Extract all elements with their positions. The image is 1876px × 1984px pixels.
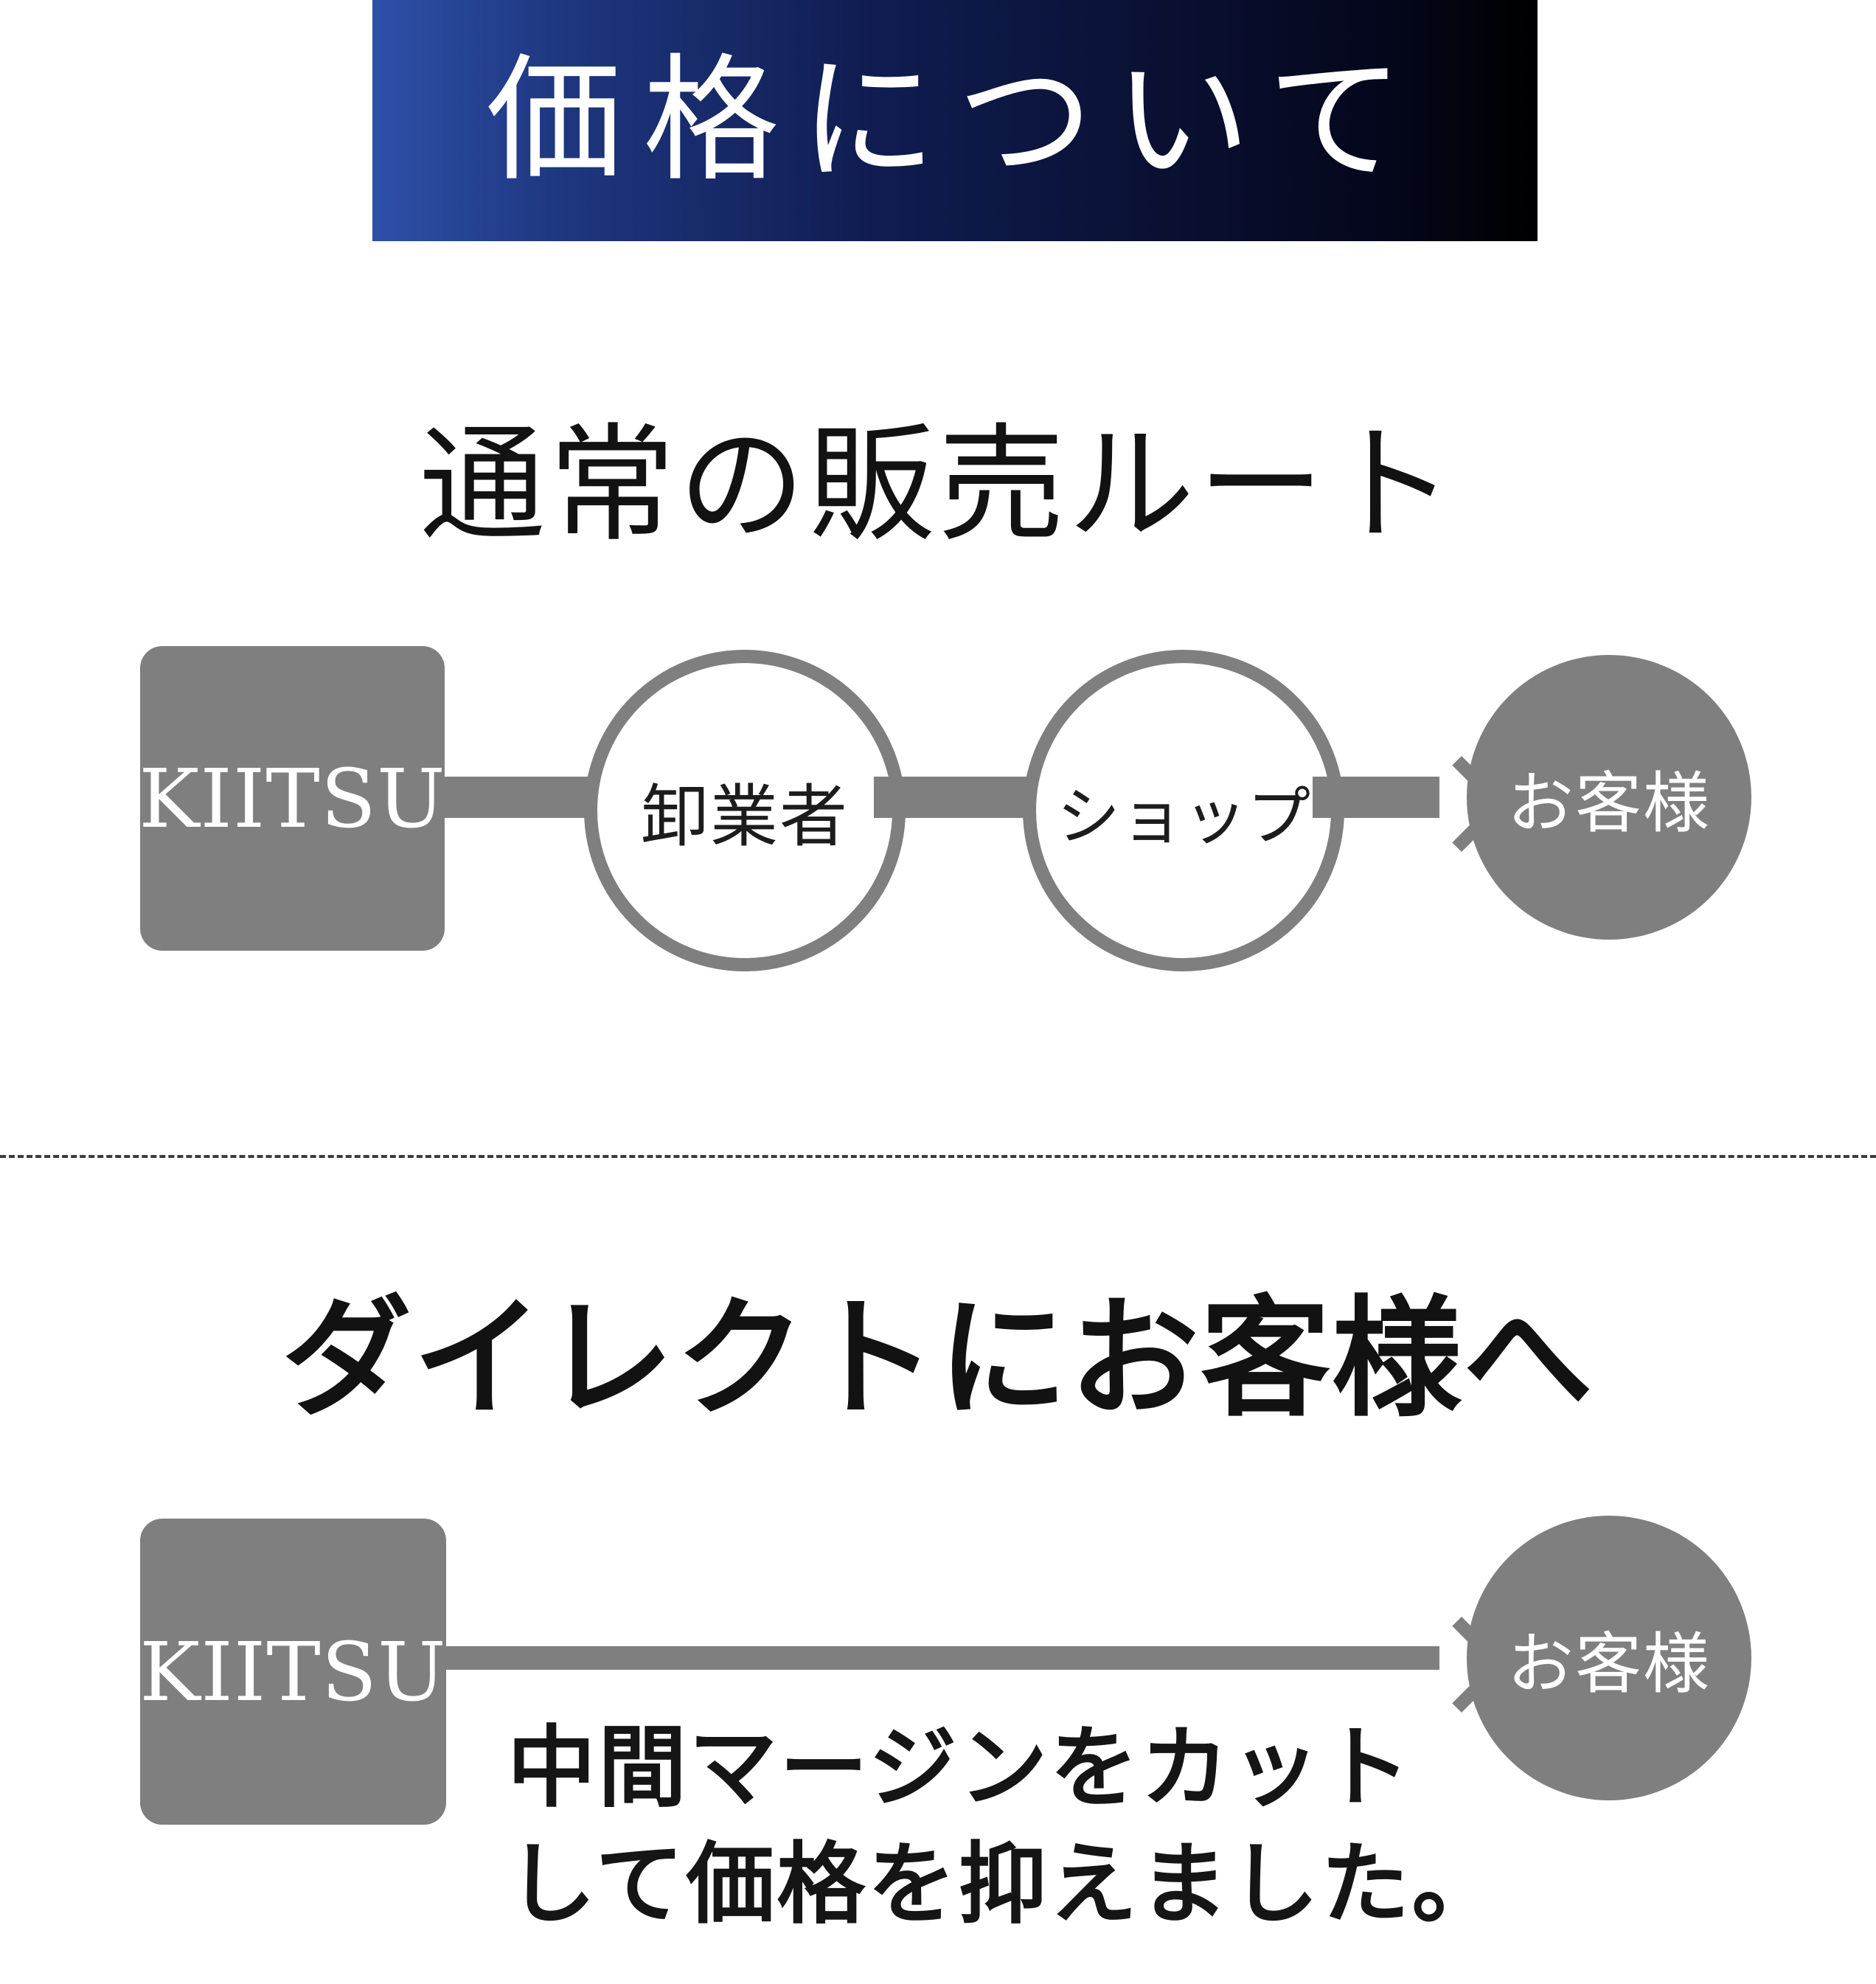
- flow-connector: [874, 777, 1029, 818]
- node-customer-direct-label: お客様: [1507, 1626, 1711, 1703]
- node-kiitsu: KIITSU: [139, 646, 446, 951]
- node-kiitsu-label: KIITSU: [139, 751, 446, 846]
- node-customer-direct: お客様: [1467, 1516, 1751, 1800]
- node-wholesaler-label: 卸業者: [640, 777, 849, 856]
- flow-connector-long: [442, 1646, 1439, 1670]
- node-wholesaler: 卸業者: [584, 650, 906, 971]
- caption-line-2: して価格を抑えました。: [507, 1832, 1503, 1936]
- flow-connector: [1313, 777, 1439, 818]
- flow-connector: [439, 777, 590, 818]
- node-customer: お客様: [1467, 655, 1751, 940]
- caption-line-1: 中間マージンをカット: [507, 1716, 1413, 1820]
- margin-cut-caption: 中間マージンをカット して価格を抑えました。: [507, 1710, 1502, 1943]
- node-shop-label: ショップ: [1057, 780, 1310, 854]
- node-customer-label: お客様: [1507, 765, 1711, 842]
- banner: 価格について: [372, 0, 1538, 241]
- node-kiitsu-direct-label: KIITSU: [139, 1624, 447, 1719]
- node-kiitsu-direct: KIITSU: [139, 1519, 447, 1825]
- node-shop: ショップ: [1023, 650, 1344, 971]
- banner-title: 価格について: [485, 41, 1425, 200]
- normal-route-title: 通常の販売ルート: [419, 411, 1457, 559]
- dashed-divider: [0, 1155, 1876, 1158]
- direct-route-title: ダイレクトにお客様へ: [281, 1282, 1594, 1435]
